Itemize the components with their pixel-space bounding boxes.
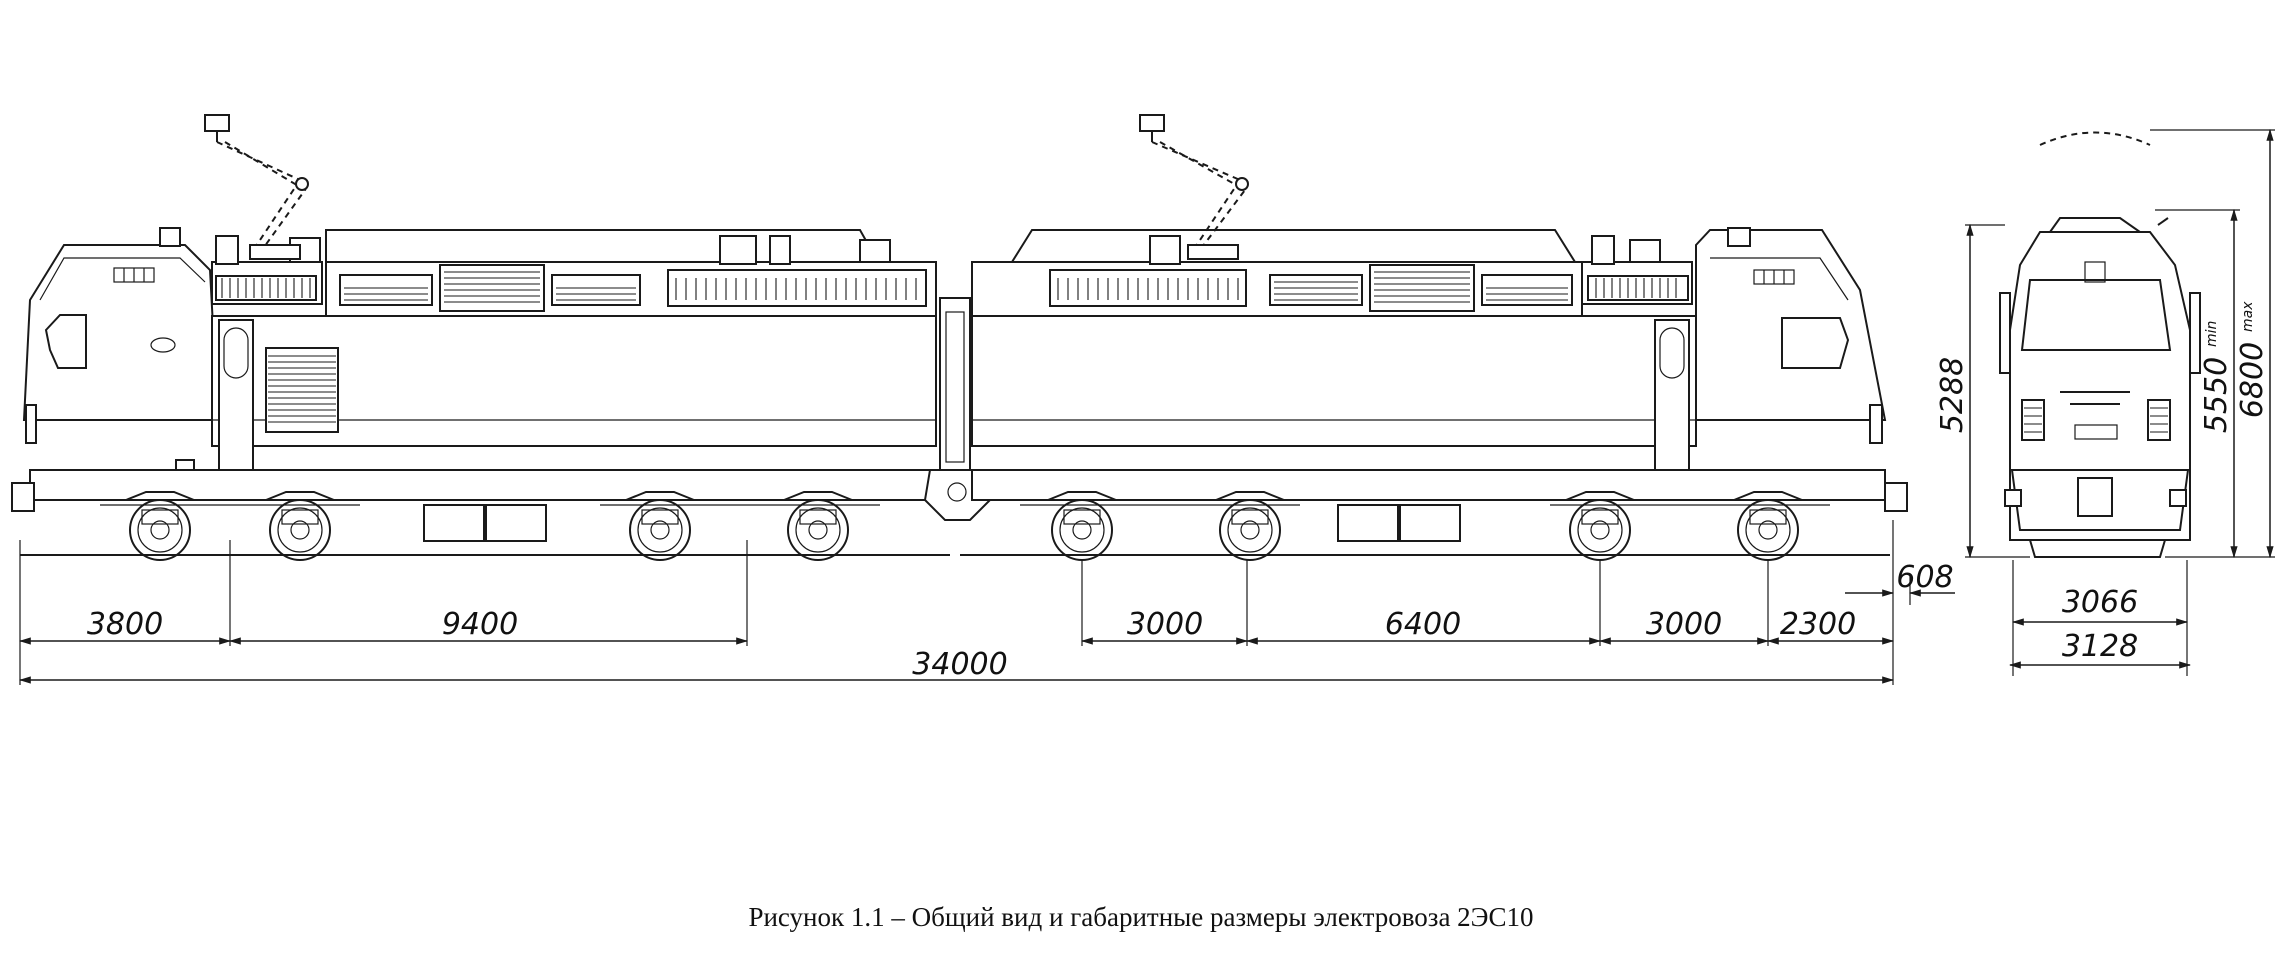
dim-3066: 3066 xyxy=(2062,585,2138,620)
dim-3800: 3800 xyxy=(87,607,163,642)
dim-6800-max: max xyxy=(2240,301,2256,332)
front-windscreen xyxy=(2020,279,2172,351)
dim-3000-a: 3000 xyxy=(1127,607,1203,642)
dim-5288: 5288 xyxy=(1935,357,1970,433)
coupling xyxy=(923,297,992,521)
body-2 xyxy=(971,315,1697,447)
pantograph-1 xyxy=(204,114,309,260)
dim-3128: 3128 xyxy=(2062,629,2138,664)
dim-34000: 34000 xyxy=(912,647,1007,682)
front-view xyxy=(1999,131,2201,558)
dimension-labels: 3800 9400 3000 6400 3000 2300 608 34000 … xyxy=(87,301,2270,682)
figure-caption: Рисунок 1.1 – Общий вид и габаритные раз… xyxy=(748,902,1534,932)
dim-6400: 6400 xyxy=(1385,607,1461,642)
side-view xyxy=(11,114,1908,561)
dim-5550: 5550 xyxy=(2199,357,2234,433)
dimension-lines xyxy=(18,128,2275,685)
dim-3000-b: 3000 xyxy=(1646,607,1722,642)
side-grille-1 xyxy=(265,347,339,433)
section-2 xyxy=(960,114,1908,561)
pantograph-2 xyxy=(1139,114,1249,260)
dim-6800: 6800 xyxy=(2235,342,2270,418)
cab-window-2 xyxy=(1781,317,1850,369)
dim-2300: 2300 xyxy=(1780,607,1856,642)
dim-608: 608 xyxy=(1896,560,1953,595)
dim-9400: 9400 xyxy=(442,607,518,642)
section-1 xyxy=(11,114,950,561)
dim-5550-min: min xyxy=(2204,321,2220,347)
cab-window-1 xyxy=(44,314,87,369)
